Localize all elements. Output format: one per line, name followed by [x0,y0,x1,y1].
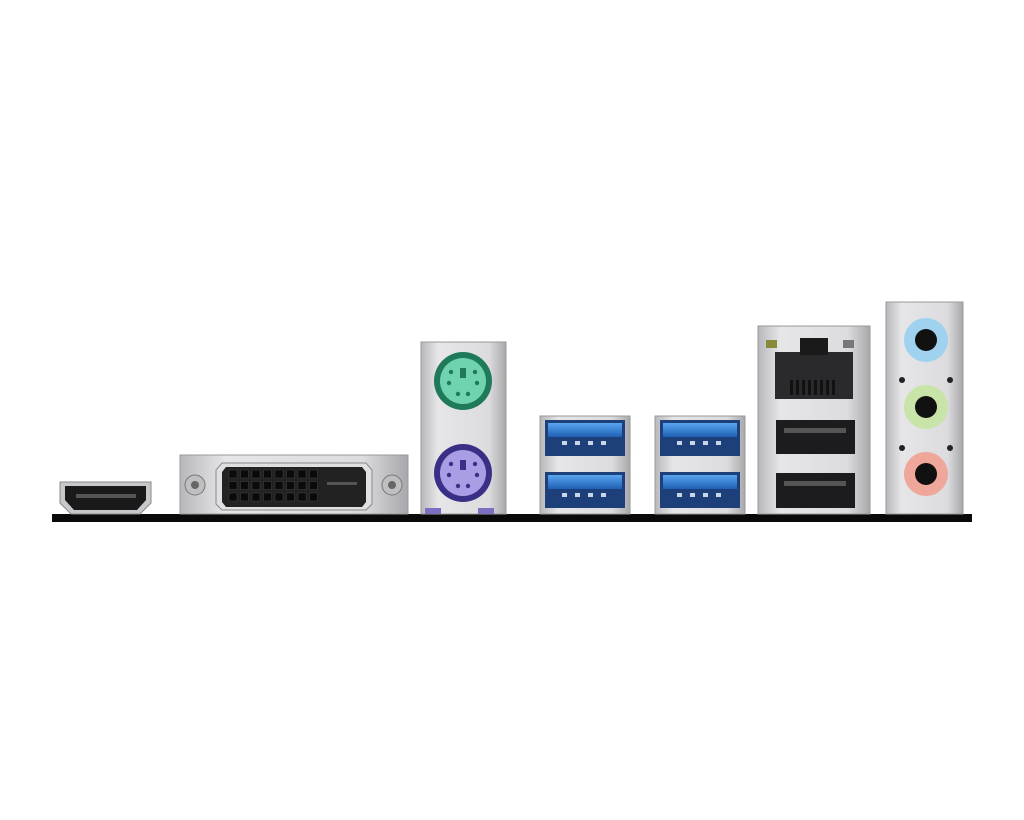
ps2-keyboard-port-icon [434,352,492,410]
dvi-pin [309,492,318,502]
base-bar [52,514,972,522]
dvi-pin [251,481,261,490]
dvi-pin [251,492,261,502]
dvi-pin [286,469,295,479]
usb3-stack [654,415,746,515]
dvi-pin [251,469,261,479]
rj45-lan-port-icon [766,338,854,399]
dvi-pin [297,492,307,502]
dvi-pin [286,481,295,490]
audio-jack-icon [904,318,948,362]
dvi-pin [274,481,284,490]
usb3-port-icon [545,420,625,456]
dvi-pin [263,492,272,502]
dvi-pin [228,469,238,479]
dvi-pin [297,481,307,490]
dvi-pin [228,492,238,502]
usb3-stack [539,415,631,515]
audio-block [885,301,964,515]
audio-jack-icon [904,385,948,429]
dvi-pin [274,492,284,502]
usb2-port-icon [776,473,855,508]
dvi-pin [309,469,318,479]
dvi-pin [309,481,318,490]
dvi-pin [274,469,284,479]
usb3-port-icon [660,420,740,456]
dvi-pin [263,469,272,479]
ps2-mouse-port-icon [434,444,492,502]
dvi-pin [263,481,272,490]
ps2-bracket [420,341,507,515]
dvi-pin [240,481,249,490]
hdmi-port-icon [59,481,152,515]
usb3-port-icon [660,472,740,508]
dvi-pin [297,469,307,479]
usb3-port-icon [545,472,625,508]
dvi-pin [286,492,295,502]
usb2-port-icon [776,420,855,454]
dvi-pin [240,469,249,479]
dvi-pin [240,492,249,502]
dvi-pin [228,481,238,490]
lan-usb-block [757,325,871,515]
dvi-port-icon [179,454,409,515]
audio-jack-icon [904,452,948,496]
